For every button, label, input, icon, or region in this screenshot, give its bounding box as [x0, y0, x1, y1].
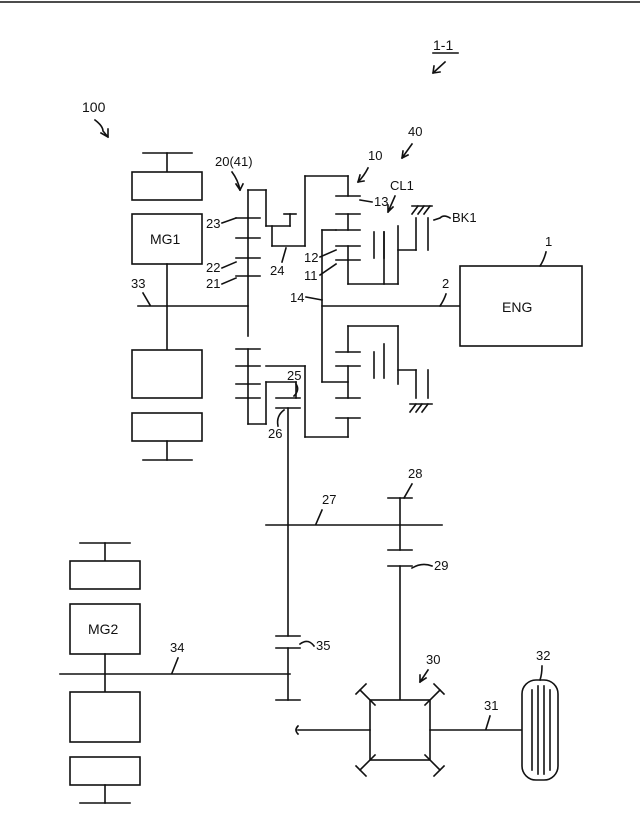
transmission-10 — [322, 196, 460, 418]
leader-40 — [402, 144, 412, 158]
leader-33 — [143, 293, 150, 305]
leader-13 — [360, 200, 372, 202]
label-35: 35 — [316, 638, 330, 653]
brake-bk1-ground-bottom — [410, 404, 432, 412]
leader-31 — [486, 716, 490, 729]
leader-bk1 — [434, 216, 450, 220]
mg1-stator-top — [132, 172, 202, 200]
label-27: 27 — [322, 492, 336, 507]
label-30: 30 — [426, 652, 440, 667]
leader-34 — [172, 658, 178, 673]
label-12: 12 — [304, 250, 318, 265]
label-32: 32 — [536, 648, 550, 663]
leader-21 — [222, 278, 236, 284]
label-25: 25 — [287, 368, 301, 383]
label-2: 2 — [442, 276, 449, 291]
label-10: 10 — [368, 148, 382, 163]
leader-1 — [540, 252, 546, 266]
mg1-label: MG1 — [150, 231, 181, 247]
leader-24 — [282, 248, 286, 262]
mg2-label: MG2 — [88, 621, 119, 637]
figure-ref-arrow — [433, 62, 445, 73]
label-21: 21 — [206, 276, 220, 291]
leader-27 — [316, 510, 322, 524]
leader-30 — [420, 670, 428, 682]
label-26: 26 — [268, 426, 282, 441]
label-34: 34 — [170, 640, 184, 655]
wheel-32 — [522, 680, 558, 780]
label-20-41: 20(41) — [215, 154, 253, 169]
label-40: 40 — [408, 124, 422, 139]
differential-block — [370, 700, 430, 760]
label-33: 33 — [131, 276, 145, 291]
mg2-stator-top — [70, 561, 140, 589]
leader-14 — [306, 297, 322, 300]
leader-32 — [540, 666, 542, 680]
leader-35 — [300, 641, 314, 646]
label-31: 31 — [484, 698, 498, 713]
leader-26 — [278, 410, 284, 426]
label-24: 24 — [270, 263, 284, 278]
system-ref: 100 — [82, 99, 106, 115]
leader-cl1 — [388, 196, 395, 212]
label-23: 23 — [206, 216, 220, 231]
leader-2 — [440, 294, 446, 306]
mg2-case — [70, 757, 140, 785]
label-13: 13 — [374, 194, 388, 209]
label-1: 1 — [545, 234, 552, 249]
leader-20 — [232, 172, 243, 190]
system-ref-arrow — [95, 120, 108, 137]
label-14: 14 — [290, 290, 304, 305]
leader-22 — [222, 262, 236, 268]
label-bk1: BK1 — [452, 210, 477, 225]
mg2-stator-bottom — [70, 692, 140, 742]
mg1-case — [132, 413, 202, 441]
mg2-assembly: MG2 — [70, 543, 140, 803]
leader-10 — [358, 168, 368, 182]
mg1-stator-bottom — [132, 350, 202, 398]
label-22: 22 — [206, 260, 220, 275]
label-cl1: CL1 — [390, 178, 414, 193]
leader-28 — [404, 484, 412, 498]
label-11: 11 — [304, 268, 318, 283]
engine-label: ENG — [502, 299, 532, 315]
brake-bk1-ground-top — [412, 206, 432, 214]
figure-ref: 1-1 — [433, 37, 453, 53]
label-28: 28 — [408, 466, 422, 481]
leader-29 — [412, 564, 432, 568]
leader-23 — [222, 218, 236, 223]
label-29: 29 — [434, 558, 448, 573]
